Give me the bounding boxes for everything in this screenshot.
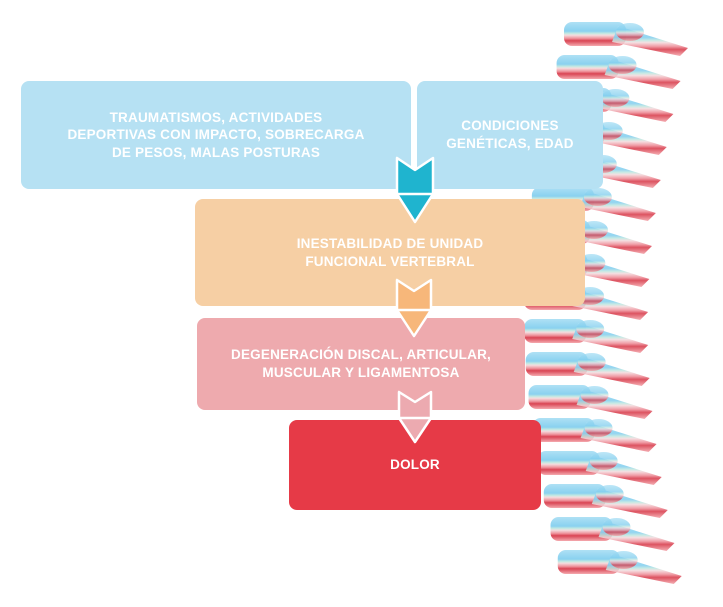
causes-label: TRAUMATISMOS, ACTIVIDADES DEPORTIVAS CON…: [67, 109, 365, 160]
down-arrow-icon: [395, 156, 435, 224]
instability-label: INESTABILIDAD DE UNIDAD FUNCIONAL VERTEB…: [296, 235, 484, 269]
down-arrow-icon: [395, 278, 433, 338]
degeneration-box: DEGENERACIÓN DISCAL, ARTICULAR, MUSCULAR…: [197, 318, 525, 410]
down-arrow-icon: [397, 390, 433, 444]
genetic-conditions-box: CONDICIONES GENÉTICAS, EDAD: [417, 81, 603, 189]
pain-label: DOLOR: [390, 457, 440, 473]
causes-box: TRAUMATISMOS, ACTIVIDADES DEPORTIVAS CON…: [21, 81, 411, 189]
degeneration-label: DEGENERACIÓN DISCAL, ARTICULAR, MUSCULAR…: [231, 347, 491, 380]
instability-box: INESTABILIDAD DE UNIDAD FUNCIONAL VERTEB…: [195, 199, 585, 306]
genetic-conditions-label: CONDICIONES GENÉTICAS, EDAD: [446, 118, 574, 151]
